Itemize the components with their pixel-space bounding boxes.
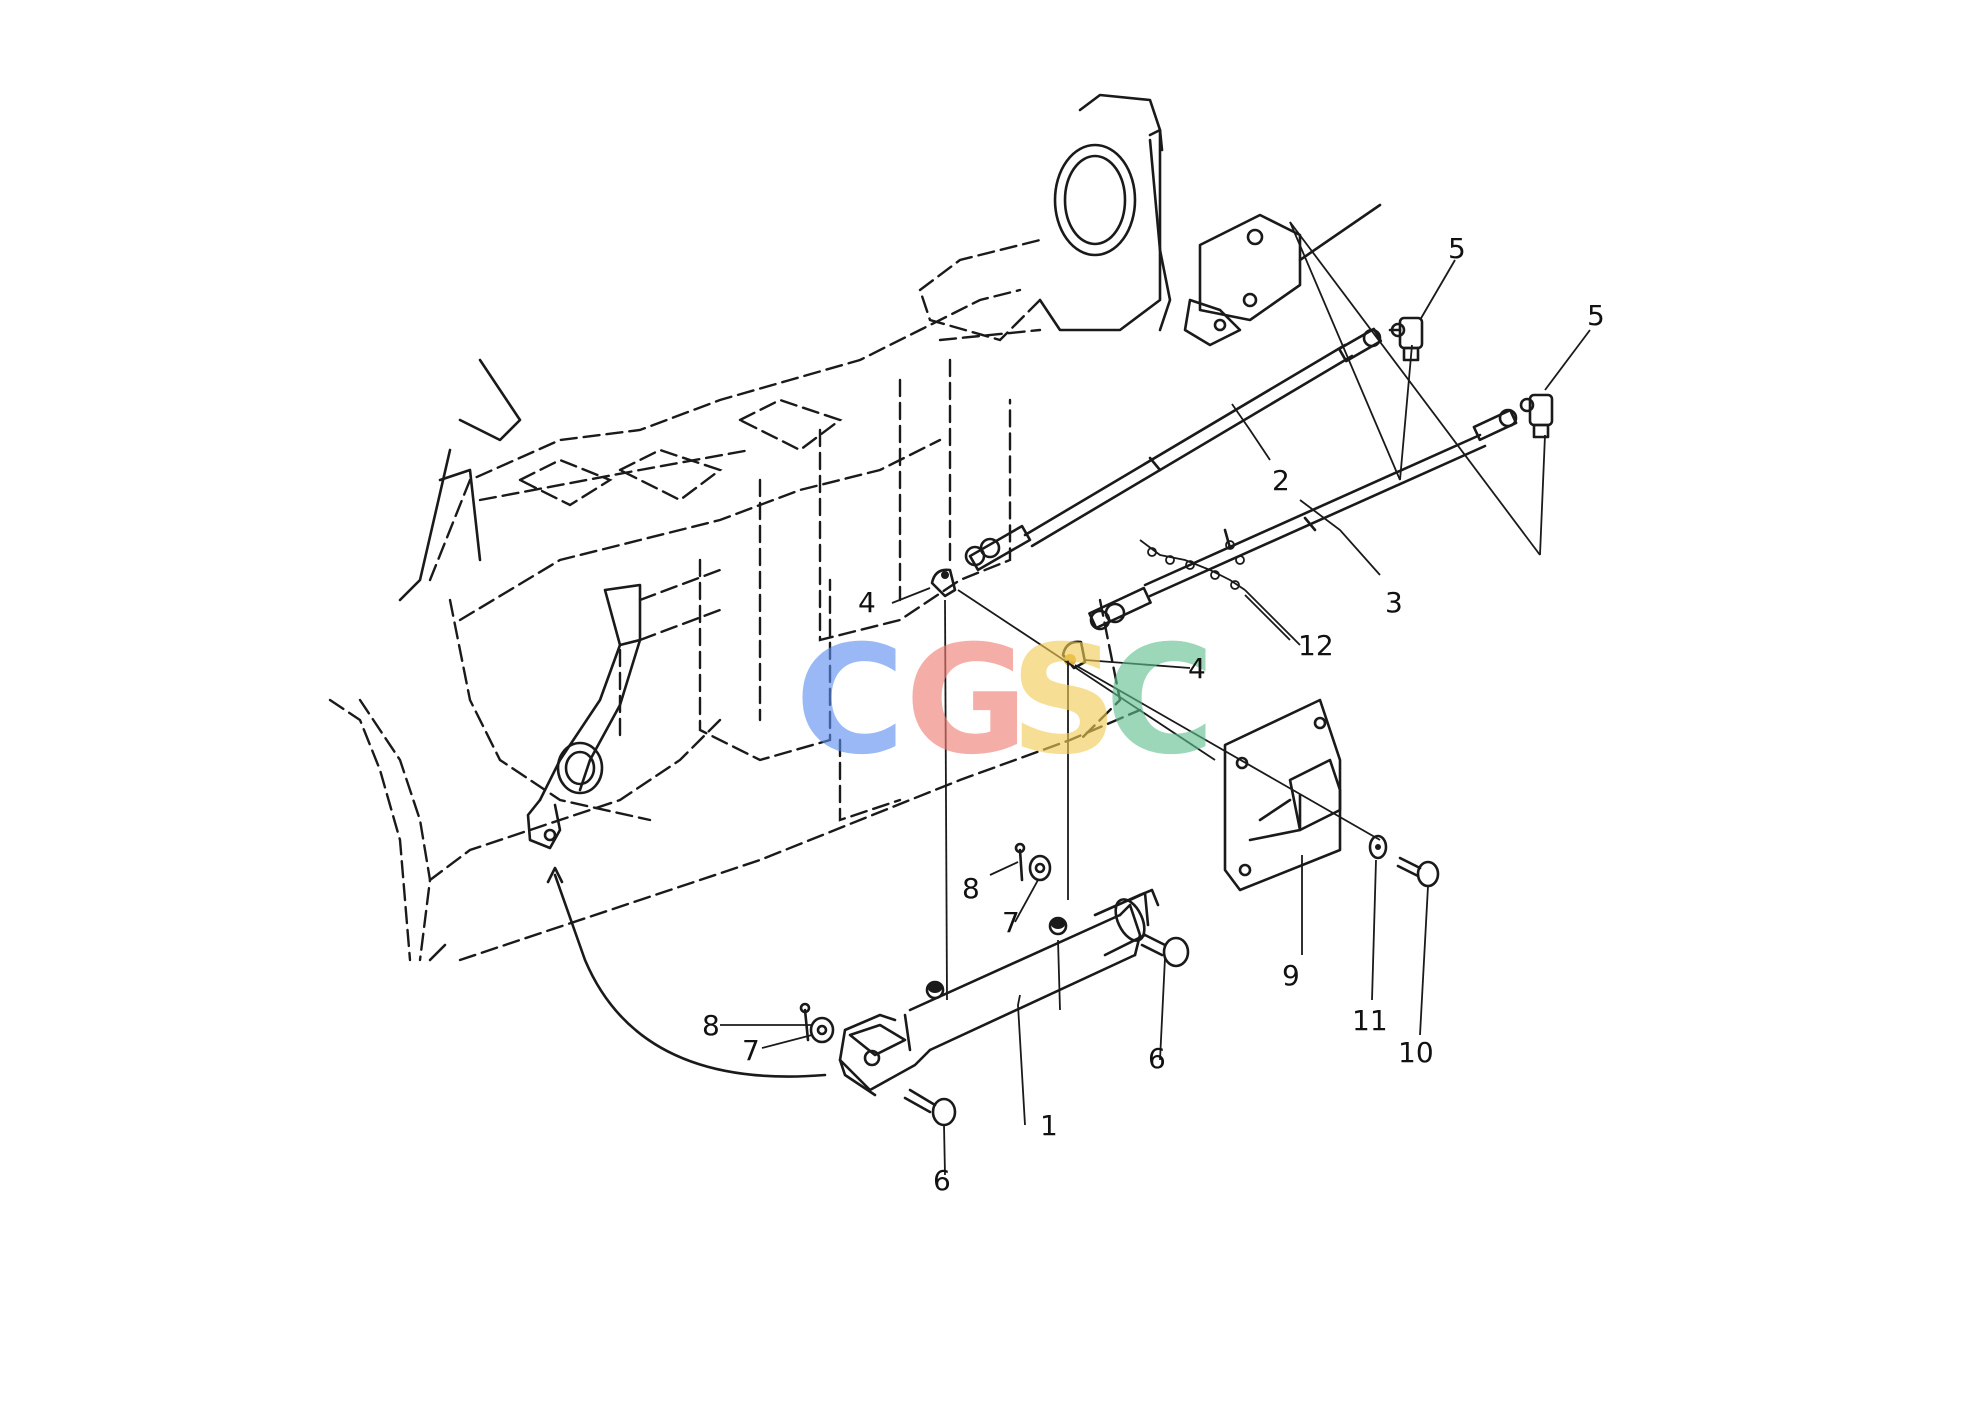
hydraulic-cylinder-1 (838, 888, 1160, 1097)
top-mounting-bracket (918, 93, 1172, 342)
callout-12: 12 (1298, 629, 1334, 662)
cotter-pin-8-upper (1014, 842, 1026, 882)
callout-labels: 1 2 3 4 4 5 5 6 6 7 7 8 8 9 10 11 12 (702, 232, 1605, 1197)
control-valve-assembly (1183, 203, 1382, 347)
washer-11 (1368, 834, 1388, 860)
callout-2: 2 (1272, 464, 1290, 497)
cgsc-watermark: C G S C (795, 614, 1215, 788)
pin-6-lower (903, 1088, 957, 1127)
cylinder-mounting-bracket (1223, 698, 1342, 892)
cotter-pin-8-lower (799, 1002, 811, 1042)
callout-1: 1 (1040, 1109, 1058, 1142)
hydraulic-pipe-3 (1088, 408, 1518, 631)
pipe-3-lower-fitting (1088, 586, 1152, 631)
hydraulic-pipe-2 (964, 327, 1383, 572)
pipe-clip-12 (1139, 528, 1301, 646)
pipe-3-upper-fitting (1472, 408, 1518, 442)
pin-6-right (1140, 933, 1190, 968)
washer-7-lower (809, 1016, 835, 1044)
bolt-10 (1396, 856, 1440, 888)
callout-11: 11 (1352, 1004, 1388, 1037)
watermark-letter-g: G (905, 614, 1028, 788)
attachment-arrow (546, 866, 827, 1078)
callout-6-right: 6 (1148, 1042, 1166, 1075)
elbow-fitting-4-left (930, 568, 957, 598)
callout-6-lower: 6 (933, 1164, 951, 1197)
callout-4-right: 4 (1188, 652, 1206, 685)
transmission-housing (328, 288, 1142, 962)
lift-arm-linkage (458, 358, 642, 850)
watermark-letter-c2: C (1105, 614, 1215, 788)
callout-3: 3 (1385, 586, 1403, 619)
callout-4-left: 4 (858, 586, 876, 619)
callout-9: 9 (1282, 959, 1300, 992)
watermark-letter-c1: C (795, 614, 905, 788)
callout-7-upper: 7 (1002, 906, 1020, 939)
callout-7-lower: 7 (742, 1034, 760, 1067)
callout-5-lower: 5 (1587, 299, 1605, 332)
callout-8-lower: 8 (702, 1009, 720, 1042)
callout-10: 10 (1398, 1036, 1434, 1069)
elbow-fitting-5-upper (1388, 316, 1424, 362)
callout-5-upper: 5 (1448, 232, 1466, 265)
pipe-2-lower-fitting (964, 524, 1032, 572)
elbow-fitting-5-lower (1519, 393, 1554, 439)
leader-lines (720, 221, 1591, 1176)
washer-7-upper (1028, 854, 1052, 882)
watermark-letter-s: S (1010, 614, 1118, 788)
callout-8-upper: 8 (962, 872, 980, 905)
